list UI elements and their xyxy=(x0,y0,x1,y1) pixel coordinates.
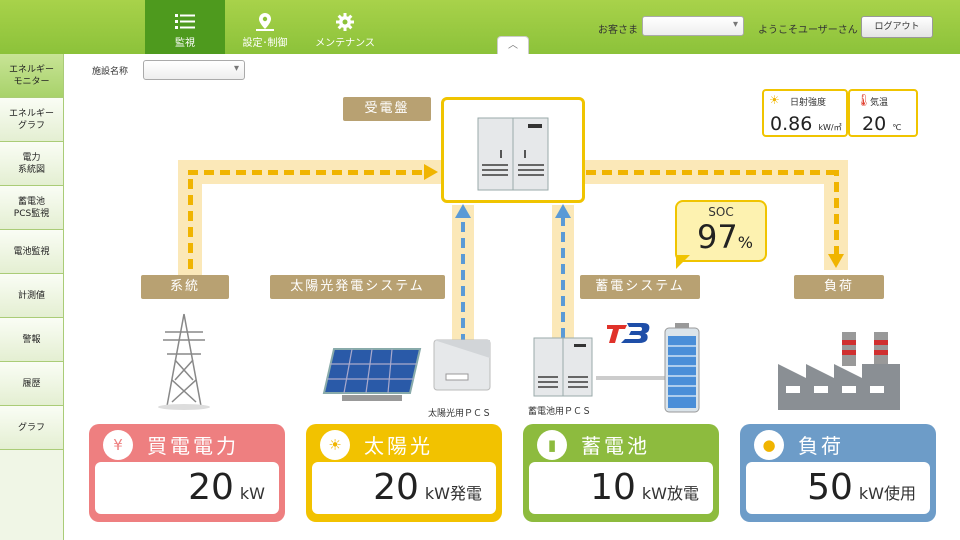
panel-purchased-title: 買電電力 xyxy=(147,434,239,458)
irradiance-label: 日射強度 xyxy=(790,98,827,108)
temperature-box: 🌡 気温 20 ℃ xyxy=(848,89,918,137)
panel-solar-value: 20 xyxy=(373,467,419,508)
solar-pcs-icon xyxy=(433,339,491,391)
arrowhead-down-icon xyxy=(828,254,844,268)
battery-pcs-label: 蓄電池用ＰＣＳ xyxy=(528,407,592,417)
soc-bubble: SOC 97% xyxy=(675,200,767,262)
collapse-header-button[interactable]: ︿ xyxy=(497,36,529,54)
customer-select[interactable] xyxy=(642,16,744,36)
connector-line xyxy=(596,376,668,380)
solar-panel-icon xyxy=(322,348,422,401)
irradiance-unit: kW/㎡ xyxy=(818,123,842,132)
customer-label: お客さま xyxy=(598,25,638,36)
chevron-up-icon: ︿ xyxy=(508,40,518,51)
sidebar-item-battery-pcs[interactable]: 蓄電池 PCS監視 xyxy=(0,186,63,230)
soc-bubble-tail xyxy=(676,255,690,269)
switchboard-cabinet-icon xyxy=(477,117,549,191)
panel-load-title: 負荷 xyxy=(798,434,844,458)
panel-solar-unit: kW発電 xyxy=(424,484,482,503)
panel-battery-value: 10 xyxy=(590,467,636,508)
panel-load-value: 50 xyxy=(807,467,853,508)
flow-arrow-grid xyxy=(188,170,432,175)
sidebar-item-battery-monitor[interactable]: 電池監視 xyxy=(0,230,63,274)
soc-value: 97 xyxy=(697,218,738,256)
panel-load-unit: kW使用 xyxy=(858,484,916,503)
arrowhead-up-icon xyxy=(455,204,471,218)
temperature-unit: ℃ xyxy=(892,123,902,132)
tag-grid: 系統 xyxy=(141,275,229,299)
flow-arrow-grid-vert xyxy=(188,170,193,285)
switchboard-box[interactable] xyxy=(441,97,585,203)
flow-arrow-solar xyxy=(461,214,465,344)
top-bar: 監視 設定･制御 メンテナンス ︿ お客さま ようこそユーザーさん ログアウト xyxy=(0,0,960,54)
panel-purchased-value: 20 xyxy=(188,467,234,508)
list-icon xyxy=(175,14,195,29)
tag-solar-system: 太陽光発電システム xyxy=(270,275,445,299)
thermometer-icon: 🌡 xyxy=(856,93,872,107)
sidebar-item-measurements[interactable]: 計測値 xyxy=(0,274,63,318)
tab-maintenance-label: メンテナンス xyxy=(315,38,375,49)
temperature-label: 気温 xyxy=(870,98,889,108)
facility-label: 施設名称 xyxy=(92,67,129,77)
sidebar-item-energy-graph[interactable]: エネルギー グラフ xyxy=(0,98,63,142)
brand-logo xyxy=(607,323,650,343)
tag-storage-system: 蓄電システム xyxy=(580,275,700,299)
flow-arrow-load xyxy=(586,170,838,175)
logout-button[interactable]: ログアウト xyxy=(861,16,933,38)
piggy-bank-icon: ¥ xyxy=(103,430,133,460)
gear-icon xyxy=(336,13,354,31)
tag-load: 負荷 xyxy=(794,275,884,299)
facility-select[interactable] xyxy=(143,60,245,80)
irradiance-value: 0.86 xyxy=(770,113,813,135)
arrowhead-right-icon xyxy=(424,164,438,180)
map-pin-icon xyxy=(256,13,274,31)
tab-settings-label: 設定･制御 xyxy=(242,38,288,49)
sidebar: エネルギー モニター エネルギー グラフ 電力 系統図 蓄電池 PCS監視 電池… xyxy=(0,54,64,540)
panel-solar: ☀ 太陽光 20 kW発電 xyxy=(306,424,502,522)
tab-monitor[interactable]: 監視 xyxy=(145,0,225,54)
panel-battery-unit: kW放電 xyxy=(641,484,699,503)
panel-battery: ▮ 蓄電池 10 kW放電 xyxy=(523,424,719,522)
solar-pcs-label: 太陽光用ＰＣＳ xyxy=(428,409,492,419)
sun-icon: ☀ xyxy=(320,430,350,460)
soc-unit: % xyxy=(737,233,753,252)
soc-label: SOC xyxy=(708,205,734,219)
tag-switchboard: 受電盤 xyxy=(343,97,431,121)
battery-pcs-icon xyxy=(533,337,593,397)
panel-purchased-power: ¥ 買電電力 20 kW xyxy=(89,424,285,522)
temperature-value: 20 xyxy=(862,113,887,135)
sidebar-item-history[interactable]: 履歴 xyxy=(0,362,63,406)
sidebar-item-power-diagram[interactable]: 電力 系統図 xyxy=(0,142,63,186)
panel-solar-title: 太陽光 xyxy=(364,434,433,458)
panel-purchased-unit: kW xyxy=(239,484,265,503)
tab-settings[interactable]: 設定･制御 xyxy=(225,0,305,54)
battery-icon xyxy=(664,323,700,413)
transmission-tower-icon xyxy=(158,313,210,410)
irradiance-box: ☀ 日射強度 0.86 kW/㎡ xyxy=(762,89,848,137)
factory-icon xyxy=(778,332,900,410)
welcome-text: ようこそユーザーさん xyxy=(758,25,858,36)
tab-maintenance[interactable]: メンテナンス xyxy=(305,0,385,54)
panel-load: ● 負荷 50 kW使用 xyxy=(740,424,936,522)
sidebar-item-energy-monitor[interactable]: エネルギー モニター xyxy=(0,54,63,98)
lightbulb-icon: ● xyxy=(754,430,784,460)
flow-arrow-storage xyxy=(561,214,565,338)
sun-icon: ☀ xyxy=(769,93,780,107)
tab-monitor-label: 監視 xyxy=(175,38,195,49)
battery-icon: ▮ xyxy=(537,430,567,460)
arrowhead-up-icon xyxy=(555,204,571,218)
flow-arrow-load-vert xyxy=(834,170,839,256)
panel-battery-title: 蓄電池 xyxy=(581,434,650,458)
sidebar-item-alarms[interactable]: 警報 xyxy=(0,318,63,362)
sidebar-item-graph[interactable]: グラフ xyxy=(0,406,63,450)
